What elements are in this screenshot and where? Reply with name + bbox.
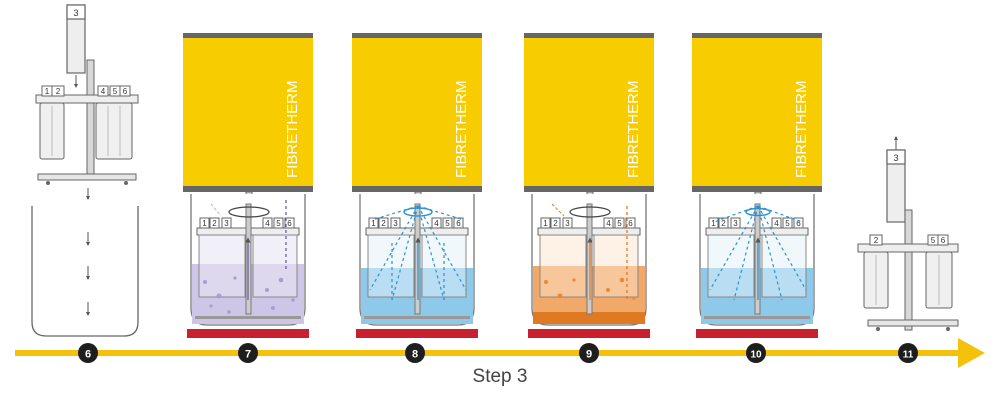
tube-label: 2	[553, 219, 558, 228]
step-6-illustration: 3 1 2 4 5 6	[31, 4, 139, 337]
tube-label: 4	[265, 219, 270, 228]
step-number: 8	[412, 349, 418, 361]
step-number: 9	[586, 349, 592, 361]
tube-label: 5	[276, 219, 281, 228]
step-marker-10: 10	[746, 343, 766, 363]
step-marker-8: 8	[405, 343, 425, 363]
tube-label: 3	[393, 219, 398, 228]
step-7-fibretherm-unit: FIBRETHERM 1 2 3 4 5 6	[183, 33, 313, 338]
tube-label: 5	[445, 219, 450, 228]
tube-label: 4	[774, 219, 779, 228]
tube-label: 4	[101, 87, 106, 96]
step-11-illustration: 3 2 5 6	[857, 136, 959, 331]
tube-label: 1	[371, 219, 376, 228]
step-marker-7: 7	[238, 343, 258, 363]
tube-label: 4	[434, 219, 439, 228]
timeline-arrow	[15, 338, 985, 368]
step-number: 7	[245, 349, 251, 361]
tube-label: 6	[628, 219, 633, 228]
tube-label: 1	[543, 219, 548, 228]
step-10-fibretherm-unit: FIBRETHERM 1 2 3 4 5 6	[692, 33, 822, 338]
fibretherm-label: FIBRETHERM	[793, 81, 810, 179]
fibretherm-label: FIBRETHERM	[453, 81, 470, 179]
tube-label: 5	[113, 87, 118, 96]
fibretherm-label: FIBRETHERM	[625, 81, 642, 179]
step-marker-9: 9	[579, 343, 599, 363]
tube-label: 6	[941, 236, 946, 245]
step-9-fibretherm-unit: FIBRETHERM 1 2 3 4 5 6	[524, 33, 654, 338]
tube-label: 2	[874, 236, 879, 245]
step-marker-11: 11	[898, 343, 918, 363]
tube-label: 1	[711, 219, 716, 228]
tube-label: 2	[56, 87, 61, 96]
step-number: 10	[750, 350, 762, 361]
tube-label: 3	[565, 219, 570, 228]
tube-label: 4	[606, 219, 611, 228]
tube-label: 6	[796, 219, 801, 228]
tube-label: 3	[73, 8, 78, 18]
step-number: 11	[903, 350, 914, 361]
tube-label: 1	[202, 219, 207, 228]
tube-label: 6	[456, 219, 461, 228]
step-8-fibretherm-unit: FIBRETHERM 1 2 3 4 5 6	[352, 33, 482, 338]
tube-label: 3	[733, 219, 738, 228]
tube-label: 3	[893, 153, 898, 163]
tube-label: 5	[617, 219, 622, 228]
tube-label: 1	[45, 87, 50, 96]
tube-label: 3	[224, 219, 229, 228]
step-number: 6	[85, 349, 91, 361]
fibretherm-label: FIBRETHERM	[284, 81, 301, 179]
step-caption: Step 3	[472, 366, 528, 387]
tube-label: 2	[721, 219, 726, 228]
step-marker-6: 6	[78, 343, 98, 363]
tube-label: 2	[381, 219, 386, 228]
tube-label: 2	[212, 219, 217, 228]
tube-label: 5	[785, 219, 790, 228]
tube-label: 6	[123, 87, 128, 96]
tube-label: 5	[931, 236, 936, 245]
tube-label: 6	[287, 219, 292, 228]
